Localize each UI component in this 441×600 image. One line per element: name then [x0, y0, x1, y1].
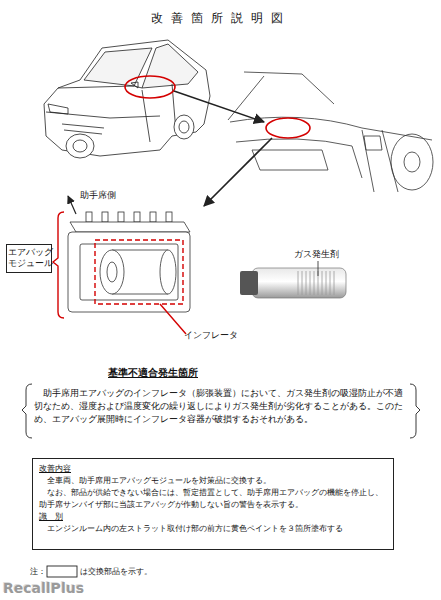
inflator-cylinder	[252, 268, 346, 298]
module-top-face	[70, 222, 190, 232]
section-heading: 識 別	[39, 511, 387, 523]
car-grille	[62, 124, 104, 134]
dashboard-lower	[236, 139, 362, 178]
module-housing	[68, 232, 190, 312]
right-brace	[410, 384, 420, 438]
inflator-end	[100, 250, 124, 294]
a-pillar	[228, 76, 264, 120]
part-label: インフレータ	[184, 330, 238, 342]
car-wheel-hub	[73, 140, 87, 152]
car-headlight	[48, 104, 68, 114]
inflator-photo	[240, 268, 346, 298]
body-text: 全車両、助手席用エアバッグモジュールを対策品に交換する。	[39, 475, 387, 487]
gas-generant-pellets	[298, 271, 334, 295]
dashboard-illustration	[228, 72, 433, 192]
direction-arrow	[68, 196, 76, 214]
pointer-arrow	[204, 138, 272, 206]
page-title: 改善箇所説明図	[0, 10, 441, 27]
module-tab	[134, 212, 140, 222]
replacement-part-sample	[47, 566, 77, 577]
car-mirror	[131, 82, 138, 88]
car-wheel	[66, 134, 94, 158]
left-brace	[22, 384, 32, 438]
side-label: 助手席側	[80, 190, 116, 202]
car-wheel-hub	[179, 121, 189, 133]
inflator-cap	[240, 271, 258, 295]
center-console	[362, 130, 398, 192]
description-text: 助手席用エアバッグのインフレータ（膨張装置）において、ガス発生剤の吸湿防止が不適…	[34, 387, 410, 425]
car-windshield	[84, 48, 152, 86]
inflator-highlight	[95, 240, 183, 304]
module-tab	[166, 212, 172, 222]
highlight-ellipse	[266, 118, 310, 138]
module-tab	[118, 212, 124, 222]
note-text: は交換部品を示す。	[80, 566, 152, 577]
note-label: 注：	[30, 566, 46, 577]
steering-wheel	[391, 134, 433, 190]
car-wheel	[174, 115, 194, 139]
leader-line	[318, 261, 319, 276]
label-box: エアバッグ モジュール	[6, 244, 52, 273]
inflator-flange	[107, 262, 117, 282]
car-hood-line	[58, 86, 142, 88]
remedy-box: 改善内容全車両、助手席用エアバッグモジュールを対策品に交換する。なお、部品が供給…	[32, 458, 394, 550]
module-tab	[86, 212, 92, 222]
airbag-module-drawing	[68, 212, 190, 312]
body-text: なお、部品が供給できない場合には、暫定措置として、助手席用エアバッグの機能を停止…	[39, 487, 387, 511]
windshield-frame	[244, 72, 334, 104]
section-heading: 基準不適合発生箇所	[108, 366, 198, 380]
module-bracket	[53, 212, 64, 318]
pointer-arrow	[174, 91, 264, 122]
part-label: ガス発生剤	[294, 249, 339, 261]
glove-box	[252, 150, 328, 170]
body-text: エンジンルーム内の左ストラット取付け部の前方に黄色ペイントを３箇所塗布する	[39, 523, 387, 535]
car-front-line	[46, 112, 160, 118]
highlight-ellipse	[125, 76, 175, 98]
steering-hub	[404, 152, 420, 172]
inflator-end	[160, 250, 176, 294]
car-side-window	[142, 44, 198, 88]
watermark: RecallPlus	[3, 580, 84, 596]
module-tab	[150, 212, 156, 222]
car-illustration	[44, 40, 210, 158]
air-vent	[364, 136, 382, 150]
box-label: エアバッグ モジュール	[8, 247, 50, 270]
module-tab	[102, 212, 108, 222]
section-heading: 改善内容	[39, 463, 387, 475]
leader-line	[160, 304, 186, 334]
